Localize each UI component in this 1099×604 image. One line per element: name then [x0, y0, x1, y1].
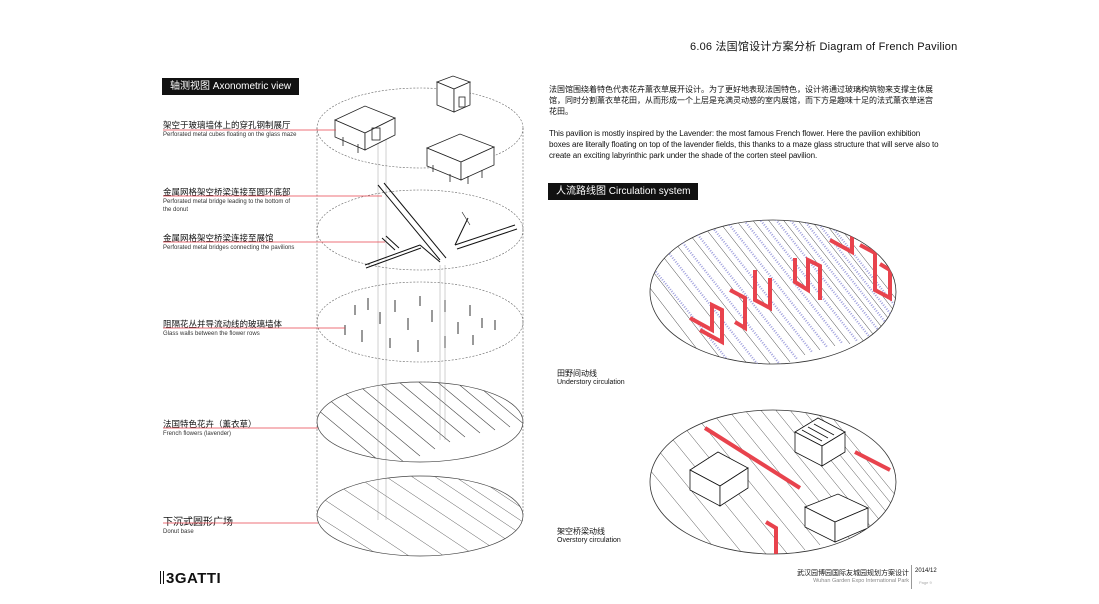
circulation-section-label: 人流路线图 Circulation system	[548, 183, 699, 200]
metal-bridges	[364, 182, 518, 269]
page-title: 6.06 法国馆设计方案分析 Diagram of French Pavilio…	[690, 41, 958, 53]
bridge-left-arm	[381, 235, 400, 251]
lavender-rows	[317, 382, 523, 462]
overstory-cube-top	[794, 417, 846, 467]
footer-page: Page 9	[919, 580, 932, 585]
footer-project-cn: 武汉园博园国际友城园规划方案设计	[797, 570, 909, 577]
understory-route	[689, 224, 892, 346]
bridge-main	[364, 182, 447, 269]
level-ellipse-4	[316, 381, 524, 463]
label-lavender: 法国特色花卉（薰衣草） French flowers (lavender)	[163, 419, 257, 437]
label-bridge-donut: 金属网格架空桥梁连接至圆环底部 Perforated metal bridge …	[163, 187, 291, 213]
understory-rows	[650, 220, 896, 364]
level-ellipse-2	[316, 189, 524, 271]
label-bridges-pavilions: 金属网格架空桥梁连接至展馆 Perforated metal bridges c…	[163, 233, 295, 251]
description-cn: 法国馆围绕着特色代表花卉薰衣草展开设计。为了更好地表现法国特色，设计将通过玻璃构…	[549, 85, 933, 116]
overstory-diagram	[649, 409, 897, 555]
logo-mark-icon	[160, 571, 164, 584]
footer-date: 2014/12	[915, 568, 937, 574]
description-en: This pavilion is mostly inspired by the …	[549, 129, 939, 160]
level-ellipse-3	[316, 281, 524, 363]
axonometric-section-label: 轴测视图 Axonometric view	[162, 78, 300, 95]
cylinder-outline	[316, 87, 524, 516]
cube-left	[334, 105, 396, 153]
base-paving	[317, 476, 523, 556]
label-donut-base: 下沉式圆形广场 Donut base	[163, 517, 233, 535]
label-cubes: 架空于玻璃墙体上的穿孔钢制展厅 Perforated metal cubes f…	[163, 120, 297, 138]
caption-understory: 田野间动线 Understory circulation	[557, 369, 625, 386]
footer-project-en: Wuhan Garden Expo International Park	[813, 578, 909, 584]
studio-logo: 3GATTI	[160, 570, 221, 587]
glass-wall-marks	[344, 296, 496, 352]
pavilion-cubes	[334, 75, 496, 184]
overstory-cube-left	[689, 451, 749, 507]
cube-top	[435, 75, 472, 113]
footer-divider	[911, 565, 912, 589]
bridge-right	[454, 211, 518, 250]
cube-right	[425, 133, 496, 184]
understory-diagram	[649, 219, 897, 365]
leader-lines	[163, 129, 385, 524]
caption-overstory: 架空桥梁动线 Overstory circulation	[557, 527, 621, 544]
label-glass-walls: 阻隔花丛并导流动线的玻璃墙体 Glass walls between the f…	[163, 319, 283, 337]
